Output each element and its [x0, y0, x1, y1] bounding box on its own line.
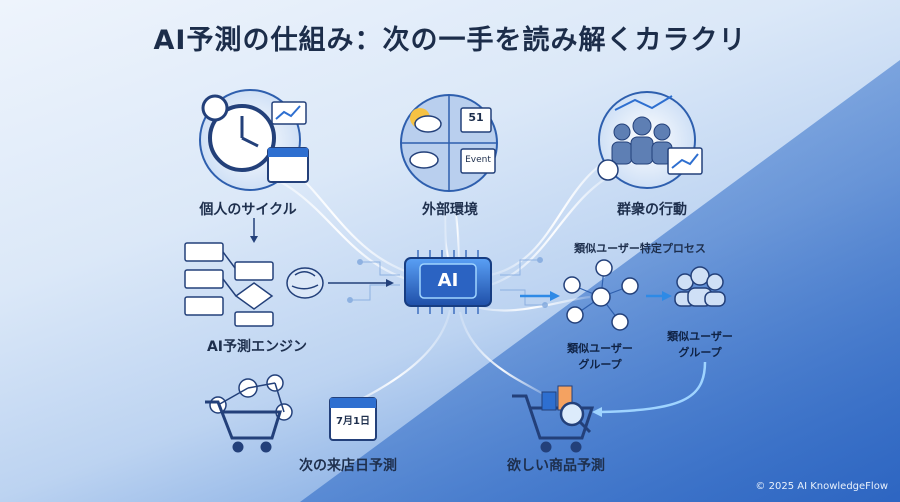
- label-environment: 外部環境: [422, 202, 478, 218]
- label-crowd-behavior: 群衆の行動: [617, 202, 687, 218]
- calendar-date: 7月1日: [336, 416, 370, 427]
- circuit-lines: [347, 257, 548, 308]
- label-next-visit: 次の来店日予測: [299, 458, 397, 474]
- page-title: AI予測の仕組み：次の一手を読み解くカラクリ: [153, 25, 747, 56]
- environment-number-tile: 51: [468, 111, 484, 124]
- ai-chip: [404, 250, 492, 314]
- label-similar-process: 類似ユーザー特定プロセス: [574, 242, 706, 255]
- ai-chip-label: AI: [437, 270, 459, 291]
- next-visit-illustration: [205, 374, 377, 453]
- crowd-behavior-illustration: [597, 91, 703, 189]
- ai-engine-flowchart: [184, 218, 394, 327]
- personal-cycle-illustration: [199, 89, 309, 191]
- label-wanted-item: 欲しい商品予測: [507, 458, 605, 474]
- label-ai-engine: AI予測エンジン: [206, 339, 308, 355]
- similar-user-network: [520, 259, 726, 417]
- wanted-item-illustration: [512, 385, 595, 453]
- label-personal-cycle: 個人のサイクル: [199, 202, 297, 218]
- label-similar-group-left: 類似ユーザー グループ: [567, 342, 633, 371]
- copyright: © 2025 AI KnowledgeFlow: [755, 481, 888, 492]
- label-similar-group-right: 類似ユーザー グループ: [667, 330, 733, 359]
- environment-illustration: [400, 94, 498, 192]
- environment-event-tile: Event: [465, 155, 491, 165]
